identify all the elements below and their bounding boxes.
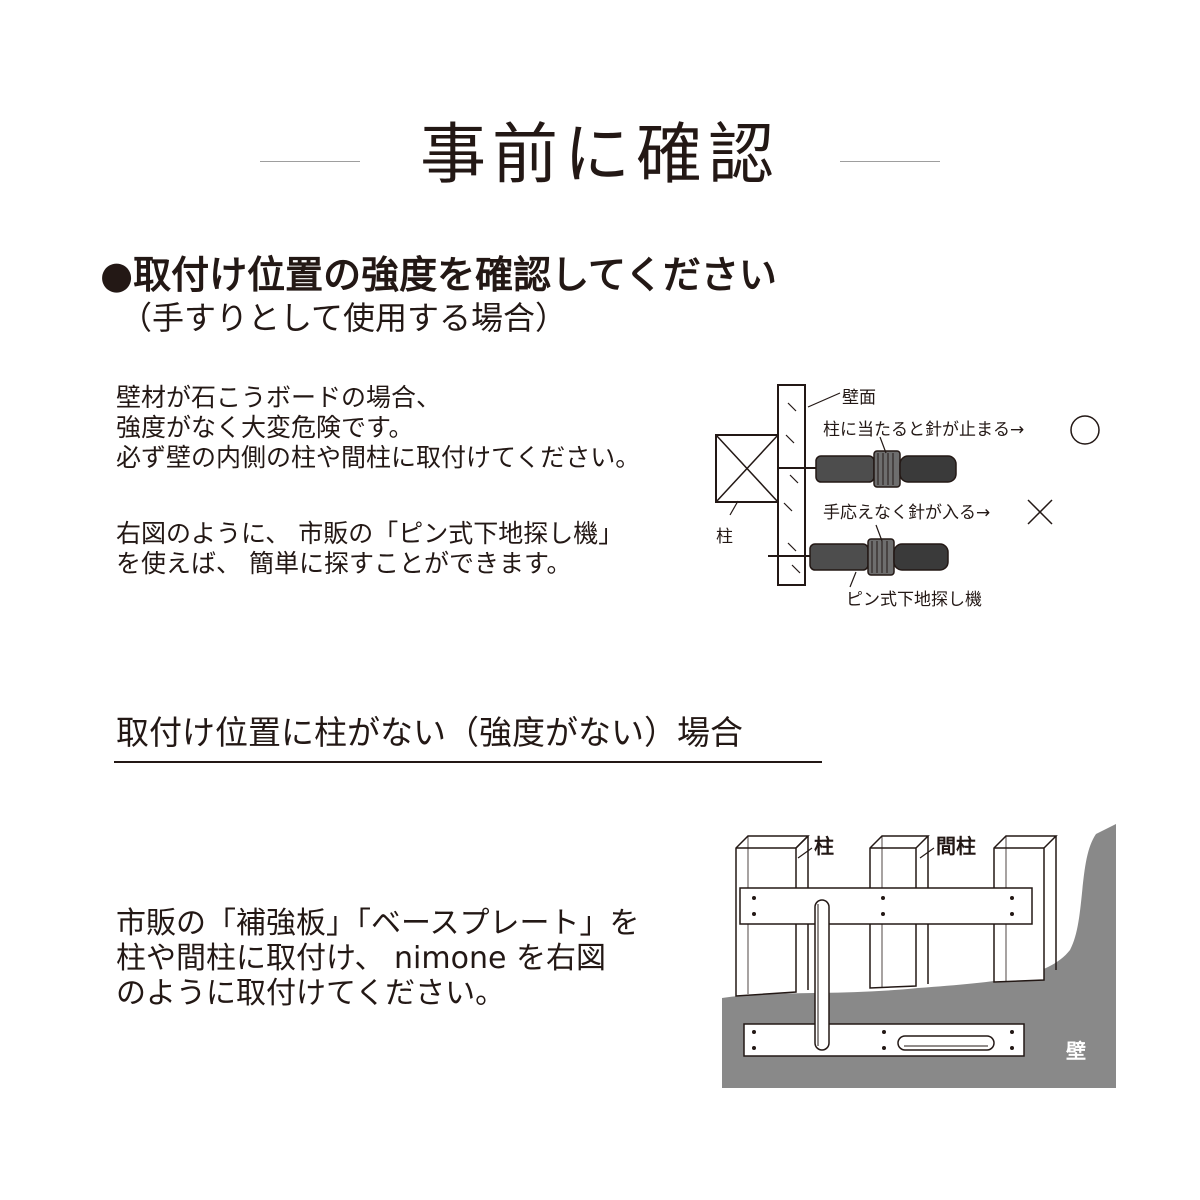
reinforcement-diagram: 柱 間柱 壁 bbox=[722, 824, 1116, 1088]
section2-heading-rule bbox=[114, 761, 822, 763]
section1-subheading: （手すりとして使用する場合） bbox=[120, 299, 568, 337]
page-title: 事前に確認 bbox=[420, 116, 780, 193]
wall-hatch bbox=[783, 402, 801, 574]
handrail-vertical bbox=[814, 899, 830, 1051]
section1-heading: ●取付け位置の強度を確認してください bbox=[100, 253, 777, 297]
stud-finder-tool-upper bbox=[778, 450, 957, 488]
handrail-horizontal bbox=[897, 1035, 995, 1051]
reinforcement-board-upper bbox=[739, 887, 1033, 925]
title-line-left bbox=[260, 161, 360, 162]
section1-paragraph-2: 右図のように、 市販の「ピン式下地探し機」 を使えば、 簡単に探すことができます… bbox=[116, 519, 624, 578]
wall-board bbox=[777, 384, 806, 586]
substud-label: 間柱 bbox=[936, 834, 976, 858]
circle-ok-icon bbox=[1070, 415, 1100, 445]
stud-label: 柱 bbox=[716, 527, 733, 547]
wall-surface-label: 壁面 bbox=[842, 388, 876, 408]
wall-label: 壁 bbox=[1066, 1039, 1086, 1063]
no-stud-note: 手応えなく針が入る→ bbox=[823, 503, 990, 523]
section2-heading: 取付け位置に柱がない（強度がない）場合 bbox=[116, 713, 743, 752]
section2-paragraph: 市販の「補強板」「ベースプレート」を 柱や間柱に取付け、 nimone を右図 … bbox=[116, 906, 640, 1011]
tool-label: ピン式下地探し機 bbox=[846, 590, 982, 610]
title-line-right bbox=[840, 161, 940, 162]
stud-label-2: 柱 bbox=[814, 834, 834, 858]
section1-paragraph-1: 壁材が石こうボードの場合、 強度がなく大変危険です。 必ず壁の内側の柱や間柱に取… bbox=[116, 383, 641, 472]
stud-hit-note: 柱に当たると針が止まる→ bbox=[823, 420, 1024, 440]
stud-finder-diagram: 柱 壁面 柱に当たると針が止まる→ 手応えなく針が入る→ ピン式下地探し機 bbox=[715, 384, 1100, 610]
cross-ng-icon bbox=[1027, 499, 1053, 525]
